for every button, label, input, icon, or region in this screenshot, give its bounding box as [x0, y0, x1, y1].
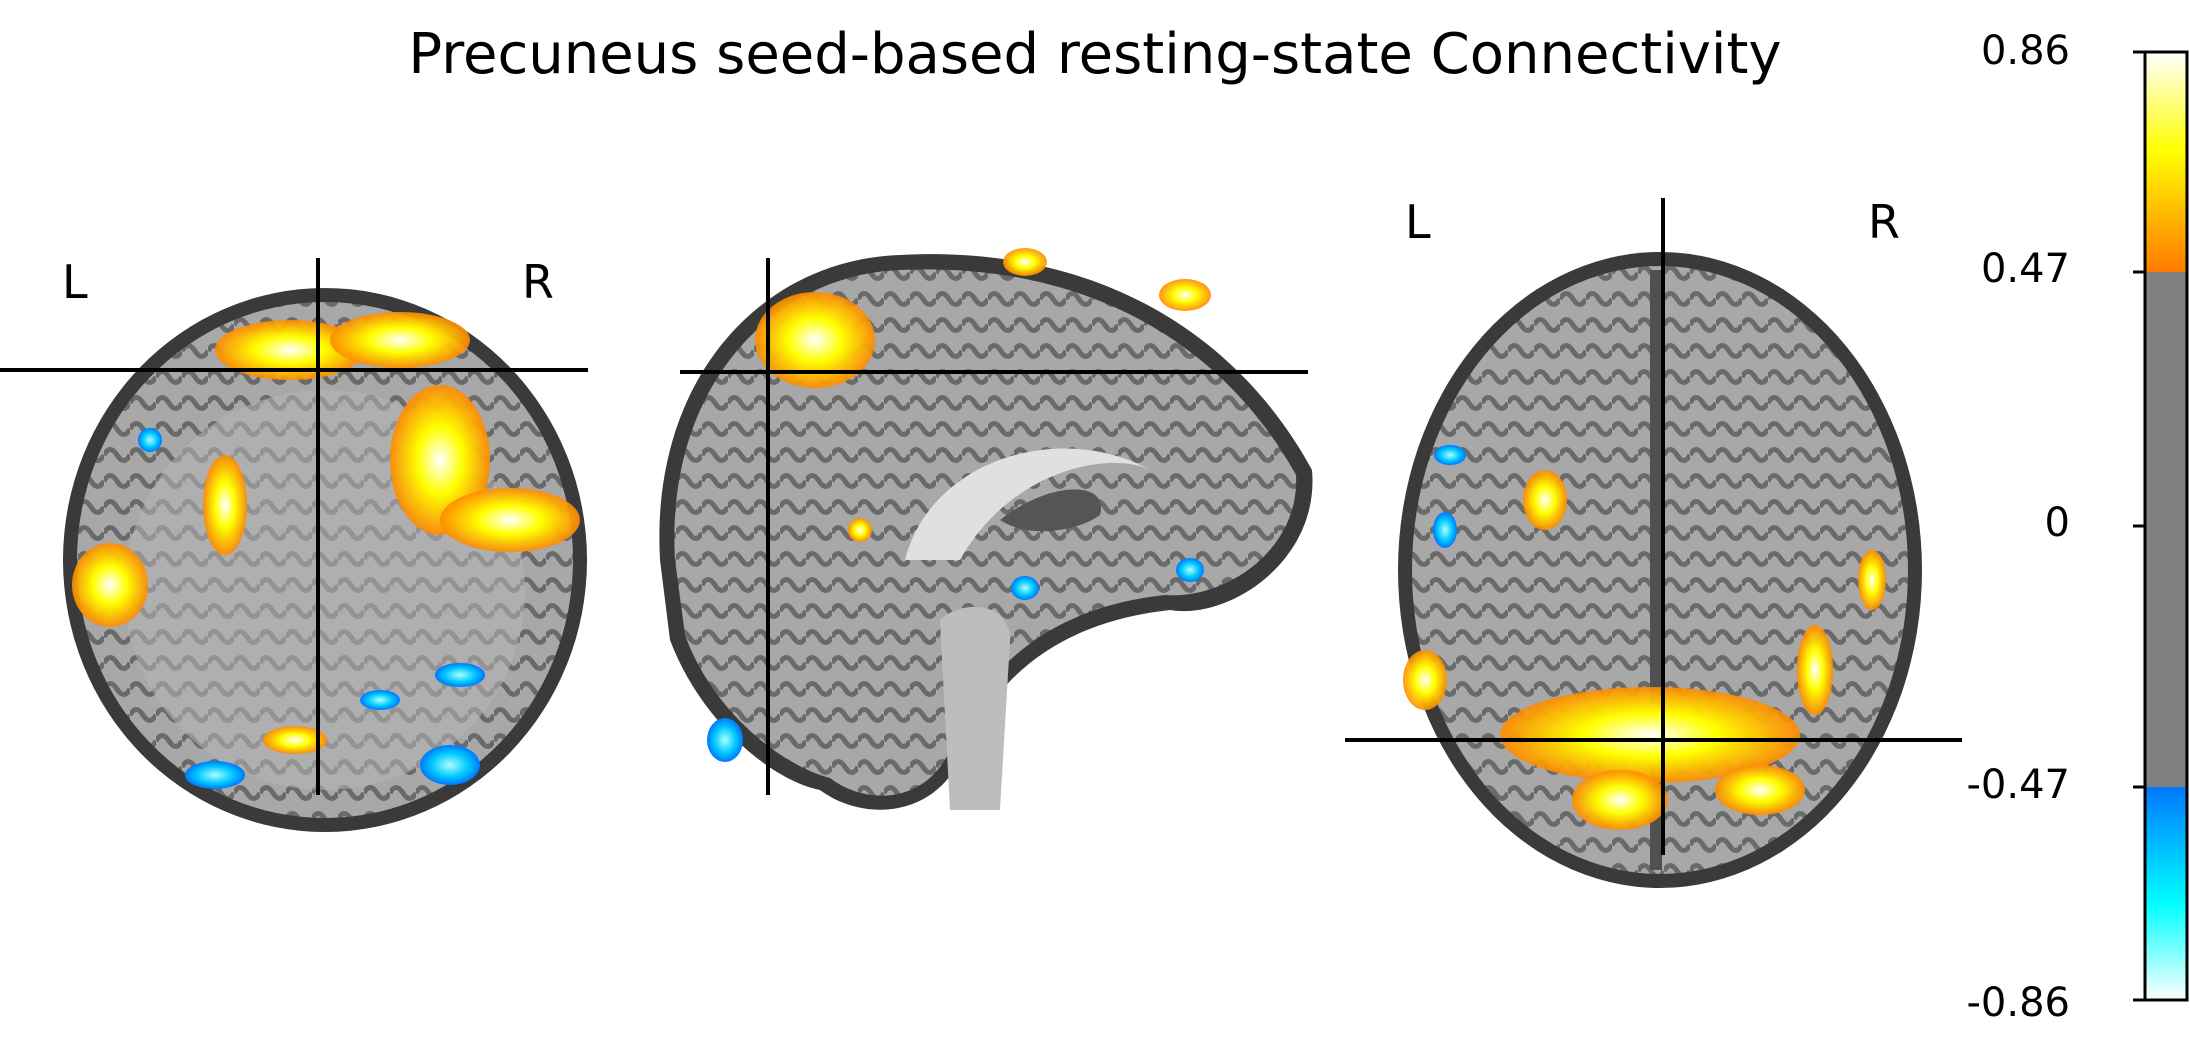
- activation-cluster: [755, 292, 875, 388]
- axial-right-label: R: [1868, 195, 1900, 249]
- activation-cluster: [440, 488, 580, 552]
- activation-cluster: [1715, 765, 1805, 815]
- coronal-right-label: R: [522, 255, 554, 309]
- deactivation-cluster: [707, 718, 743, 762]
- activation-cluster: [1403, 650, 1447, 710]
- activation-cluster: [848, 518, 872, 542]
- figure-title: Precuneus seed-based resting-state Conne…: [408, 22, 1782, 87]
- activation-cluster: [263, 726, 327, 754]
- colorbar-tick-zero: 0: [2044, 500, 2070, 546]
- deactivation-cluster: [138, 428, 162, 452]
- activation-cluster: [1500, 687, 1800, 783]
- deactivation-cluster: [420, 745, 480, 785]
- axial-left-label: L: [1405, 195, 1431, 249]
- activation-cluster: [330, 312, 470, 368]
- activation-cluster: [72, 543, 148, 627]
- colorbar-neutral-segment: [2145, 272, 2187, 787]
- deactivation-cluster: [1433, 512, 1457, 548]
- activation-cluster: [1572, 770, 1668, 830]
- deactivation-cluster: [435, 663, 485, 687]
- activation-cluster: [1797, 625, 1833, 715]
- colorbar-positive-segment: [2145, 52, 2187, 272]
- deactivation-cluster: [1434, 445, 1466, 465]
- activation-cluster: [1523, 470, 1567, 530]
- colorbar-tick-max: 0.86: [1980, 28, 2070, 74]
- sagittal-slice: [659, 248, 1313, 810]
- colorbar-tick-threshold-negative: -0.47: [1966, 762, 2071, 808]
- deactivation-cluster: [1176, 558, 1204, 582]
- activation-cluster: [1858, 550, 1886, 610]
- colorbar-tick-threshold-positive: 0.47: [1980, 246, 2070, 292]
- deactivation-cluster: [185, 761, 245, 789]
- colorbar-ticks: 0.86 0.47 0 -0.47 -0.86: [1930, 0, 2071, 1050]
- activation-cluster: [1159, 279, 1211, 311]
- deactivation-cluster: [1011, 576, 1039, 600]
- activation-cluster: [215, 320, 365, 380]
- colorbar-negative-segment: [2145, 787, 2187, 1000]
- activation-cluster: [203, 455, 247, 555]
- axial-slice: [1345, 198, 1962, 888]
- deactivation-cluster: [360, 690, 400, 710]
- colorbar-tick-min: -0.86: [1966, 980, 2071, 1026]
- coronal-slice: [0, 258, 588, 832]
- coronal-left-label: L: [62, 255, 88, 309]
- colorbar: [2133, 50, 2189, 1002]
- activation-cluster: [1003, 248, 1047, 276]
